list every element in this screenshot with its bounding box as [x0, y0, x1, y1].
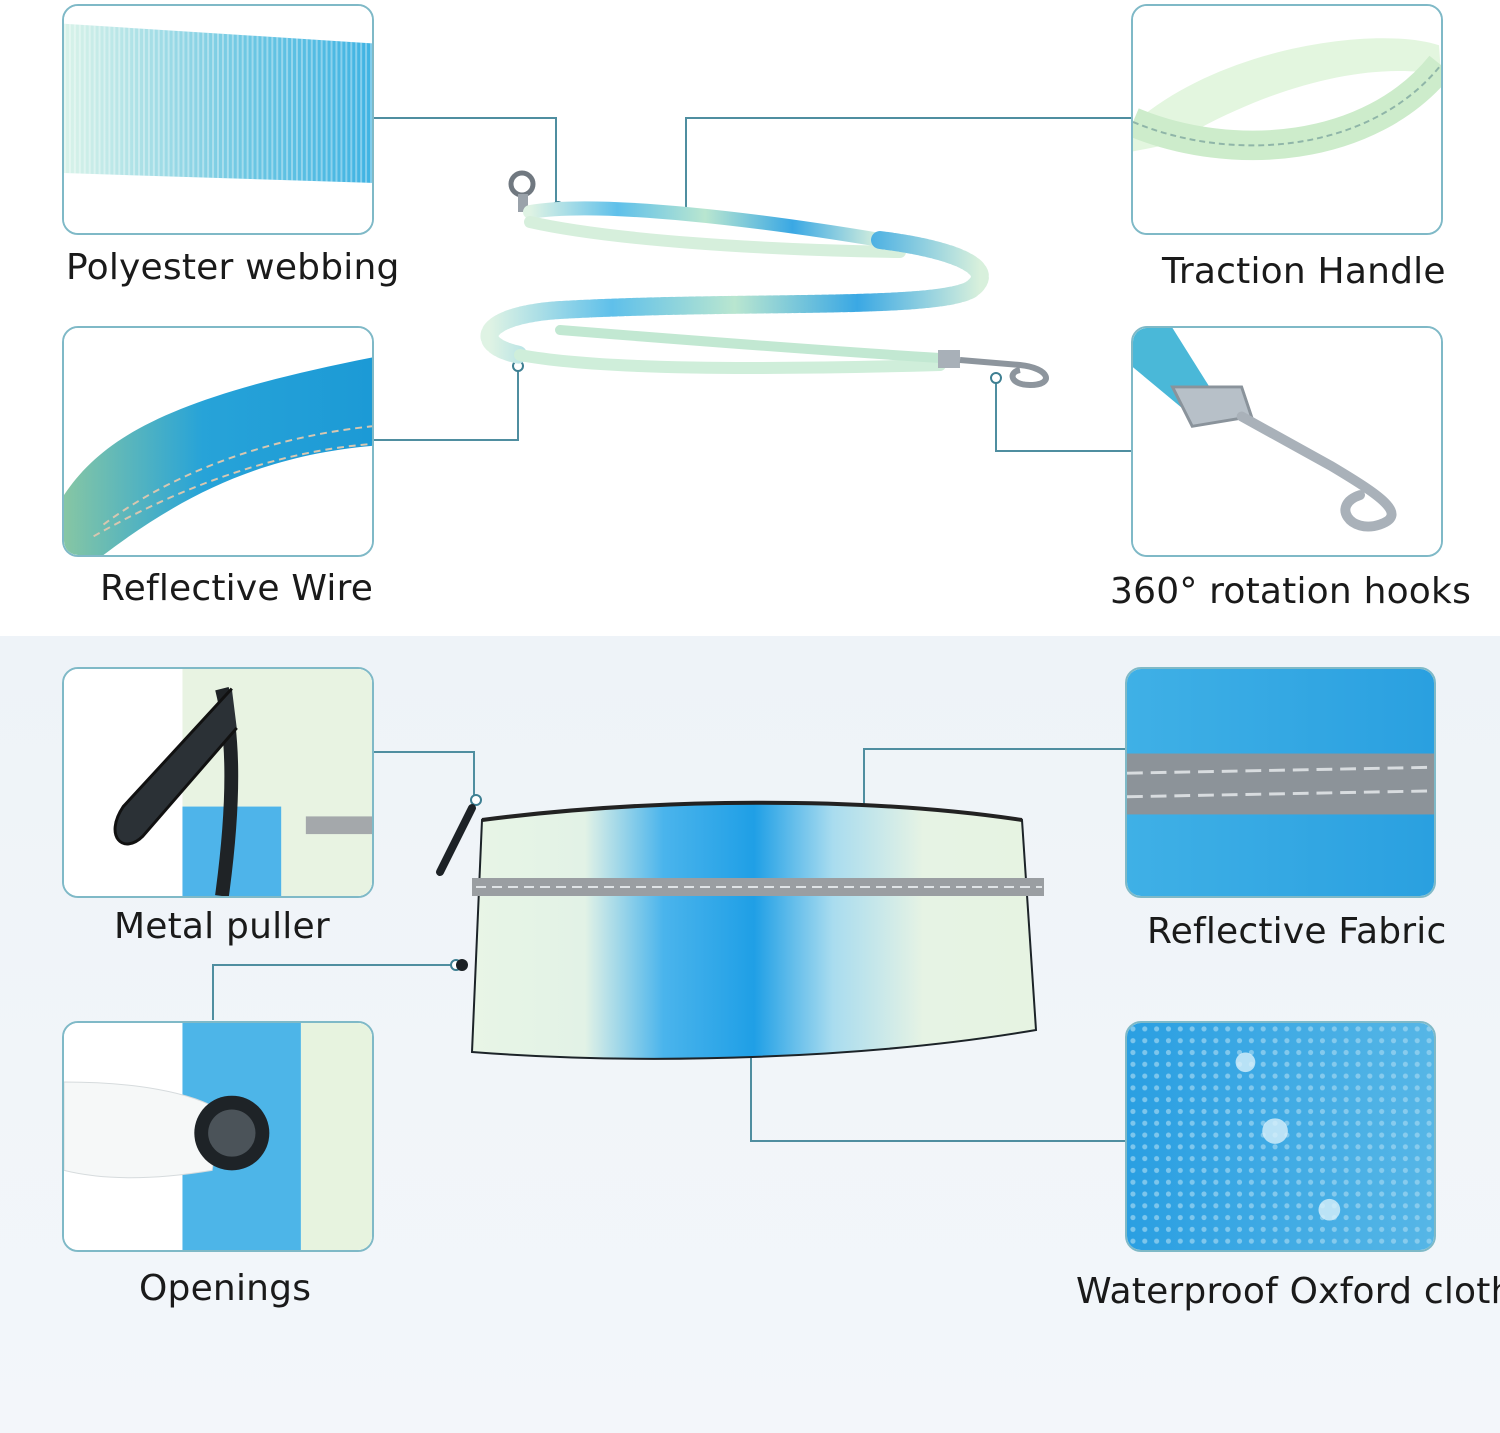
metal-puller-detail-image — [62, 667, 374, 898]
label-rotation-hooks: 360° rotation hooks — [1110, 571, 1472, 612]
waterproof-oxford-cloth-detail-image — [1125, 1021, 1436, 1252]
rotation-hook-detail-image — [1131, 326, 1443, 557]
label-metal-puller: Metal puller — [114, 906, 330, 947]
leash-product-image — [480, 170, 1049, 389]
openings-detail-image — [62, 1021, 374, 1252]
reflective-wire-detail-image — [62, 326, 374, 557]
label-reflective-wire: Reflective Wire — [100, 568, 374, 609]
traction-handle-detail-image — [1131, 4, 1443, 235]
label-reflective-fabric: Reflective Fabric — [1147, 911, 1447, 952]
reflective-fabric-detail-image — [1125, 667, 1436, 898]
pouch-product-image — [436, 800, 1044, 1060]
polyester-webbing-detail-image — [62, 4, 374, 235]
label-traction-handle: Traction Handle — [1162, 251, 1446, 292]
label-waterproof-oxford-cloth: Waterproof Oxford cloth — [1076, 1271, 1500, 1312]
label-polyester-webbing: Polyester webbing — [66, 247, 400, 288]
label-openings: Openings — [139, 1268, 312, 1309]
